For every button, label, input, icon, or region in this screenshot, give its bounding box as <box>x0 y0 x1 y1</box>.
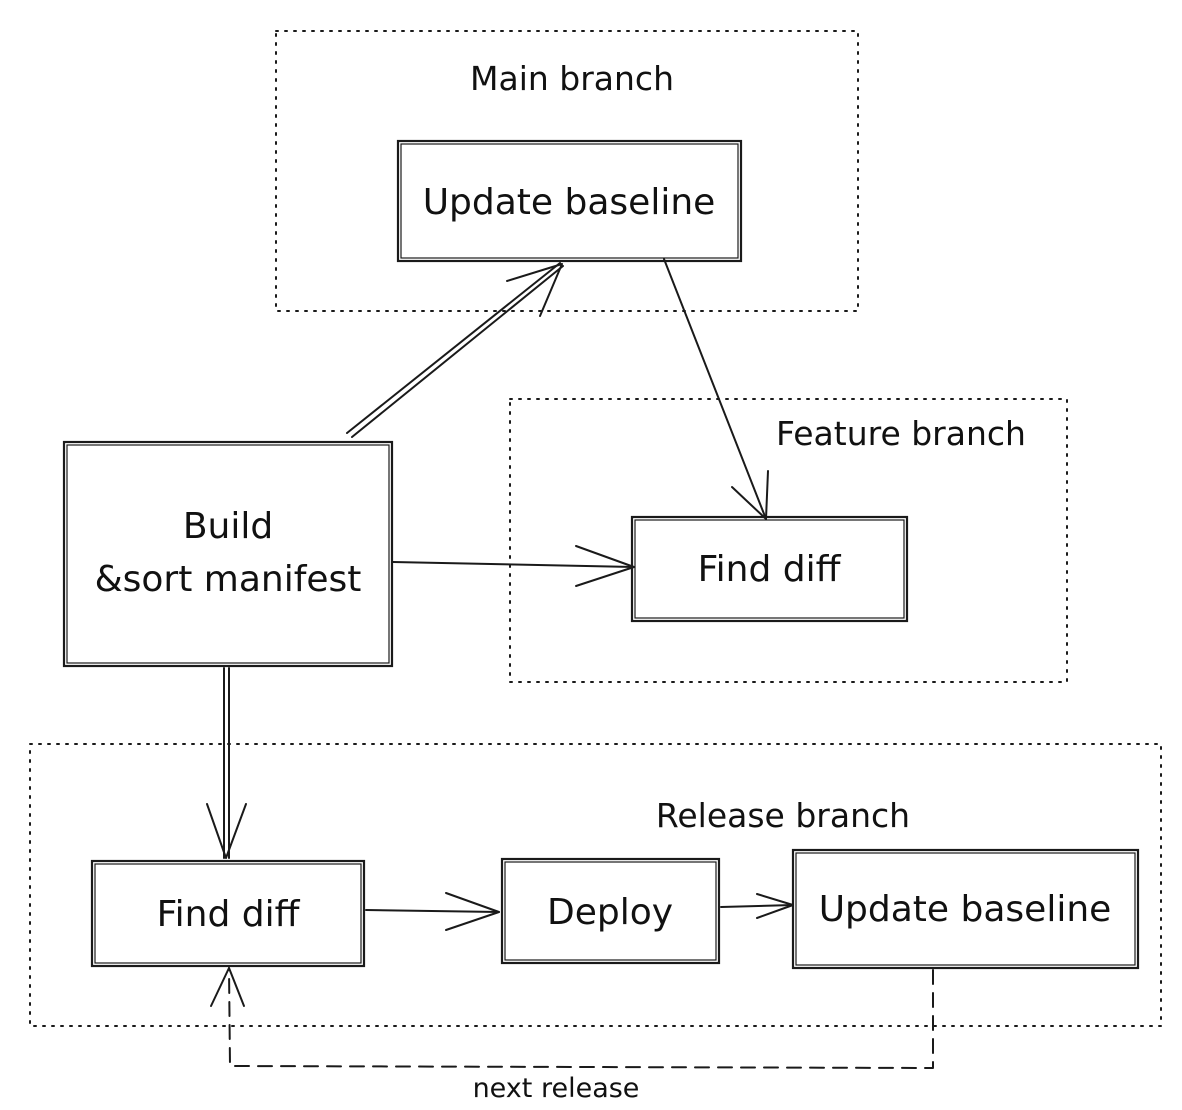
release-branch-label: Release branch <box>656 796 910 835</box>
edge-main-update-to-feature-diff <box>663 258 769 520</box>
next-release-label: next release <box>473 1073 640 1104</box>
feature-find-diff-node: Find diff <box>630 515 909 623</box>
deploy-label: Deploy <box>547 892 673 933</box>
release-update-baseline-label: Update baseline <box>819 889 1112 930</box>
feature-branch-label: Feature branch <box>776 414 1026 453</box>
main-branch-label: Main branch <box>470 59 674 98</box>
feature-branch-region: Feature branch <box>509 398 1068 683</box>
edge-next-release-loop: next release <box>210 967 934 1104</box>
edge-release-diff-to-deploy <box>365 892 500 931</box>
edge-build-to-feature-diff <box>392 545 635 587</box>
feature-find-diff-label: Find diff <box>698 549 842 590</box>
release-find-diff-node: Find diff <box>90 859 366 968</box>
build-manifest-node: Build &sort manifest <box>62 440 394 668</box>
main-update-baseline-label: Update baseline <box>423 182 716 223</box>
build-manifest-label-line1: Build <box>183 506 273 547</box>
deploy-node: Deploy <box>500 857 721 965</box>
edge-deploy-to-release-update <box>720 893 794 919</box>
main-branch-region: Main branch <box>275 30 859 312</box>
release-find-diff-label: Find diff <box>157 894 301 935</box>
main-update-baseline-node: Update baseline <box>396 139 743 263</box>
edge-build-to-main-update <box>346 262 564 438</box>
build-manifest-label-line2: &sort manifest <box>95 559 362 600</box>
release-update-baseline-node: Update baseline <box>791 848 1140 970</box>
release-branch-region: Release branch <box>29 743 1162 1027</box>
edge-build-to-release-diff <box>206 667 247 859</box>
